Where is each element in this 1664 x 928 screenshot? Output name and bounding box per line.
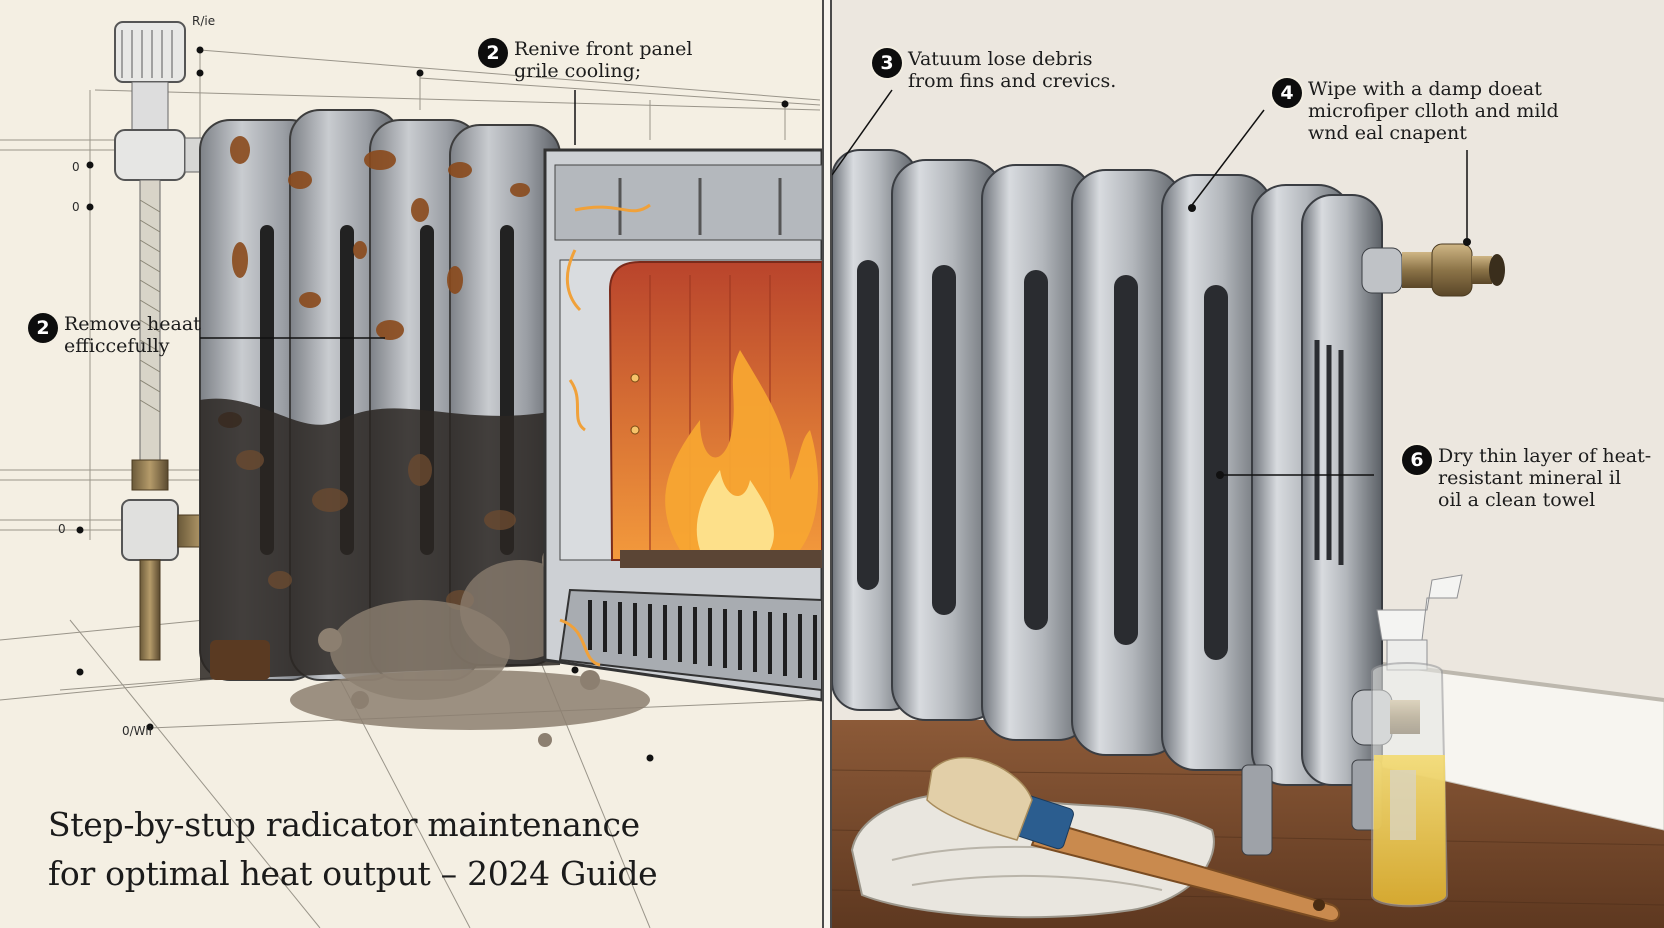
panel-divider [822, 0, 832, 928]
dimension-label-bottom: 0/Wii [122, 724, 152, 738]
dust-pile [290, 542, 650, 747]
callout-step-2-remove-heat: 2 Remove heaat efficcefully [28, 313, 201, 357]
title-line-1: Step-by-stup radicator maintenance [48, 805, 640, 844]
callout-text: Renive front panel grile cooling; [514, 38, 692, 82]
callout-step-3-vacuum: 3 Vatuum lose debris from fins and crevi… [872, 48, 1116, 92]
towel-icon [850, 791, 1215, 919]
callout-line: wnd eal cnapent [1308, 122, 1467, 144]
callout-line: Remove heaat [64, 313, 201, 335]
heater-cutaway [543, 148, 822, 702]
step-number-badge: 6 [1402, 445, 1432, 475]
callout-step-4-wipe: 4 Wipe with a damp doeat microfiper cllo… [1272, 78, 1559, 144]
after-illustration [832, 0, 1664, 928]
callout-line: efficcefully [64, 335, 170, 357]
callout-line: Wipe with a damp doeat [1308, 78, 1542, 100]
callout-line: Dry thin layer of heat- [1438, 445, 1652, 467]
before-illustration [0, 21, 822, 928]
callout-line: Renive front panel [514, 38, 693, 60]
step-number-badge: 4 [1272, 78, 1302, 108]
callout-line: oil a clean towel [1438, 489, 1596, 511]
callout-line: grile cooling; [514, 60, 642, 82]
leader-lines-right [832, 89, 1468, 476]
callout-text: Vatuum lose debris from fins and crevics… [908, 48, 1116, 92]
callout-step-6-dry: 6 Dry thin layer of heat- resistant mine… [1402, 445, 1651, 511]
flame-icon [665, 350, 819, 550]
page-title: Step-by-stup radicator maintenance for o… [48, 800, 658, 898]
callout-text: Dry thin layer of heat- resistant minera… [1438, 445, 1651, 511]
leader-lines-left [200, 90, 576, 339]
dimension-label-zero: 0 [58, 522, 66, 536]
after-panel: 3 Vatuum lose debris from fins and crevi… [832, 0, 1664, 928]
callout-line: Vatuum lose debris [908, 48, 1093, 70]
callout-step-2-front-panel: 2 Renive front panel grile cooling; [478, 38, 692, 82]
step-number-badge: 2 [28, 313, 58, 343]
step-number-badge: 3 [872, 48, 902, 78]
before-panel: R/ie 0 0 0 0/Wii 2 Renive front panel gr… [0, 0, 822, 928]
brush-icon [926, 757, 1341, 922]
callout-text: Wipe with a damp doeat microfiper clloth… [1308, 78, 1559, 144]
callout-line: resistant mineral il [1438, 467, 1622, 489]
callout-line: microfiper clloth and mild [1308, 100, 1559, 122]
spray-bottle-icon [1371, 574, 1463, 908]
dimension-label-zero: 0 [72, 160, 80, 174]
dimension-label-zero: 0 [72, 200, 80, 214]
dimension-label-top: R/ie [192, 14, 216, 28]
step-number-badge: 2 [478, 38, 508, 68]
callout-line: from fins and crevics. [908, 70, 1117, 92]
callout-text: Remove heaat efficcefully [64, 313, 201, 357]
title-line-2: for optimal heat output – 2024 Guide [48, 854, 658, 893]
